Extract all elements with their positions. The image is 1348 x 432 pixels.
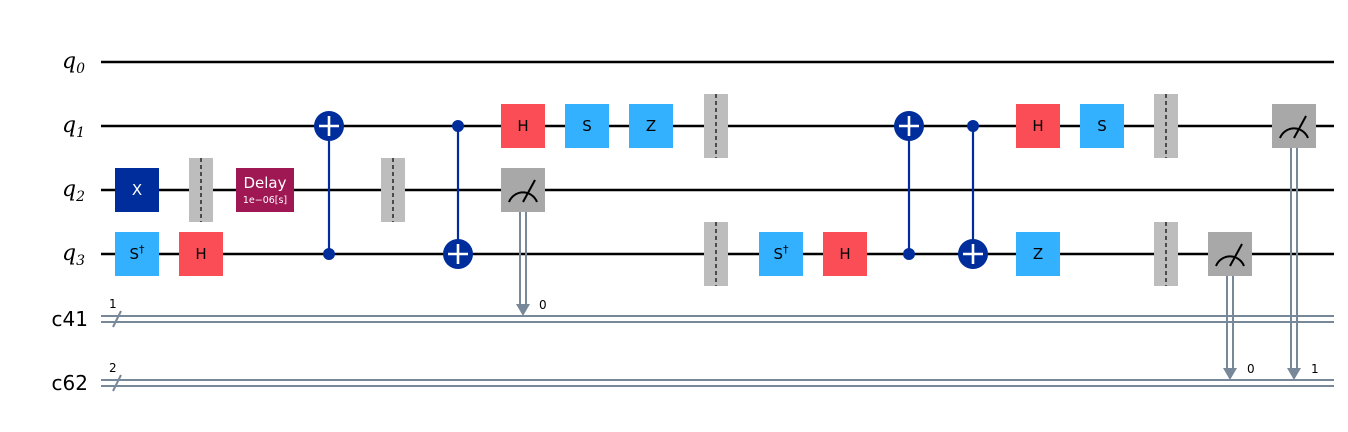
meter-icon [508, 191, 538, 203]
qubit-label-1-name: q [62, 113, 76, 138]
z-gate-label: Z [646, 117, 656, 135]
h-gate-box [179, 232, 223, 276]
h-gate-label: H [195, 245, 206, 263]
cnot-control-dot [452, 120, 464, 132]
cnot-q1-q3 [443, 120, 473, 269]
bus-slash-c62 [112, 374, 122, 392]
sdg-gate-dagger: † [783, 243, 789, 256]
h-gate-box [823, 232, 867, 276]
bus-size-c41: 1 [109, 297, 117, 311]
z-gate-label: Z [1033, 245, 1043, 263]
s-gate-label: S [1097, 117, 1107, 135]
measure-q2: 0 [501, 168, 547, 316]
sdg-gate-box [759, 232, 803, 276]
delay-gate-box [236, 168, 294, 212]
cnot-q1-q3-b [958, 120, 988, 269]
meter-needle [1229, 243, 1243, 267]
bus-slash-c41 [112, 310, 122, 328]
measure-arrow [1287, 368, 1301, 380]
sdg-gate-label: S† [773, 243, 789, 264]
h-gate-q3-b: H [823, 232, 867, 276]
measure-q1: 1 [1272, 104, 1319, 380]
h-gate-label: H [1032, 117, 1043, 135]
bus-size-c62: 2 [109, 361, 117, 375]
creg-label-c41: c41 [52, 307, 88, 331]
measure-box [1208, 232, 1252, 276]
qubit-label-3: q3 [62, 241, 85, 269]
qubit-label-0-name: q [62, 49, 76, 74]
s-gate-q1-a: S [565, 104, 609, 148]
qubit-label-3-name: q [62, 241, 76, 266]
delay-gate-label: Delay [243, 174, 286, 192]
delay-gate-q2: Delay 1e−06[s] [236, 168, 294, 212]
measure-q3: 0 [1208, 232, 1255, 380]
sdg-gate-letter: S [773, 245, 783, 263]
cnot-control-dot [323, 248, 335, 260]
measure-arrow [516, 304, 530, 316]
measure-arrow [1223, 368, 1237, 380]
cnot-q3-q1 [314, 111, 344, 260]
barrier-q1-b [1154, 94, 1178, 158]
x-gate-label: X [132, 181, 142, 199]
qubit-label-1: q1 [62, 113, 85, 141]
s-gate-box [565, 104, 609, 148]
sdg-gate-q3: S† [115, 232, 159, 276]
barrier-q3-b [1154, 222, 1178, 286]
measure-box [1272, 104, 1316, 148]
z-gate-box [629, 104, 673, 148]
sdg-gate-dagger: † [139, 243, 145, 256]
h-gate-q1-a: H [501, 104, 545, 148]
cnot-control-dot [967, 120, 979, 132]
h-gate-box [1016, 104, 1060, 148]
barrier-q2-b [381, 158, 405, 222]
qubit-label-1-index: 1 [76, 125, 85, 141]
meter-needle [522, 179, 536, 203]
qubit-labels: q0 q1 q2 q3 c41 c62 [52, 49, 88, 395]
x-gate-q2: X [115, 168, 159, 212]
h-gate-q3-a: H [179, 232, 223, 276]
s-gate-q1-b: S [1080, 104, 1124, 148]
barrier-q1-a [704, 94, 728, 158]
measure-target-index: 0 [1247, 362, 1255, 376]
measure-target-index: 0 [539, 298, 547, 312]
measure-target-index: 1 [1311, 362, 1319, 376]
qubit-label-2-name: q [62, 177, 76, 202]
s-gate-label: S [582, 117, 592, 135]
cnot-control-dot [903, 248, 915, 260]
classical-wires: 1 2 [101, 297, 1334, 392]
qubit-label-3-index: 3 [76, 253, 85, 269]
qubit-label-0-index: 0 [76, 61, 85, 77]
z-gate-q1-a: Z [629, 104, 673, 148]
creg-label-c62: c62 [52, 371, 88, 395]
meter-icon [1279, 127, 1309, 139]
measure-box [501, 168, 545, 212]
barrier-q3-a [704, 222, 728, 286]
sdg-gate-letter: S [129, 245, 139, 263]
meter-icon [1215, 255, 1245, 267]
z-gate-q3-b: Z [1016, 232, 1060, 276]
barrier-q2-a [189, 158, 213, 222]
s-gate-box [1080, 104, 1124, 148]
qubit-label-2: q2 [62, 177, 85, 205]
x-gate-box [115, 168, 159, 212]
qubit-label-2-index: 2 [75, 189, 85, 205]
cnot-q3-q1-b [894, 111, 924, 260]
sdg-gate-q3-b: S† [759, 232, 803, 276]
z-gate-box [1016, 232, 1060, 276]
h-gate-label: H [839, 245, 850, 263]
h-gate-label: H [517, 117, 528, 135]
meter-needle [1293, 115, 1307, 139]
qubit-label-0: q0 [62, 49, 85, 77]
h-gate-q1-b: H [1016, 104, 1060, 148]
sdg-gate-label: S† [129, 243, 145, 264]
delay-gate-param: 1e−06[s] [243, 195, 287, 206]
sdg-gate-box [115, 232, 159, 276]
h-gate-box [501, 104, 545, 148]
